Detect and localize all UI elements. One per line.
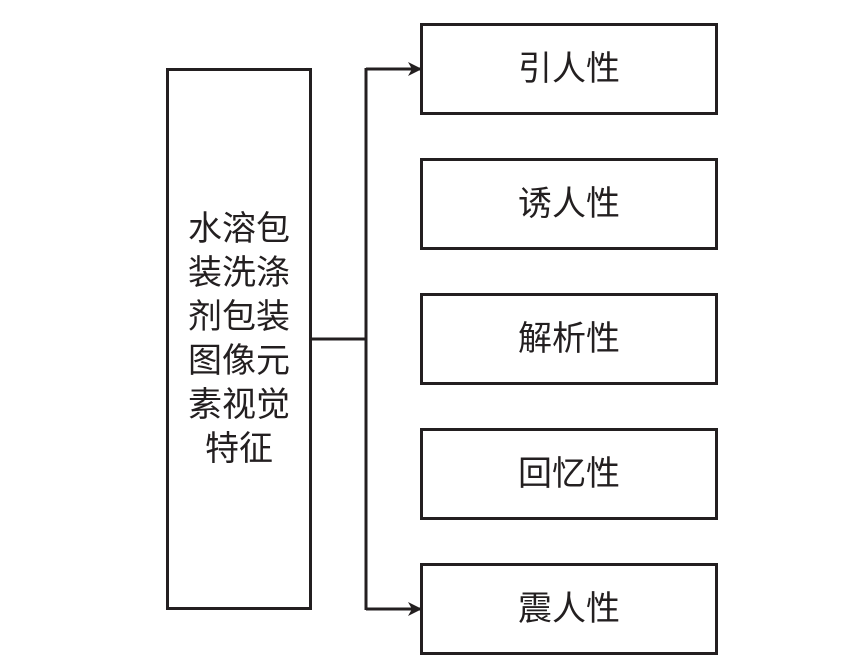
target-label-interpretability: 解析性 <box>518 319 620 359</box>
target-box-interpretability: 解析性 <box>420 293 718 385</box>
target-label-memorability: 回忆性 <box>518 454 620 494</box>
target-box-attractiveness: 引人性 <box>420 23 718 115</box>
target-label-attractiveness: 引人性 <box>518 49 620 89</box>
target-box-temptation: 诱人性 <box>420 158 718 250</box>
target-box-memorability: 回忆性 <box>420 428 718 520</box>
target-box-impact: 震人性 <box>420 563 718 655</box>
source-box: 水溶包装洗涤剂包装图像元素视觉特征 <box>166 68 312 610</box>
target-label-impact: 震人性 <box>518 589 620 629</box>
target-label-temptation: 诱人性 <box>518 184 620 224</box>
source-label: 水溶包装洗涤剂包装图像元素视觉特征 <box>188 209 290 469</box>
